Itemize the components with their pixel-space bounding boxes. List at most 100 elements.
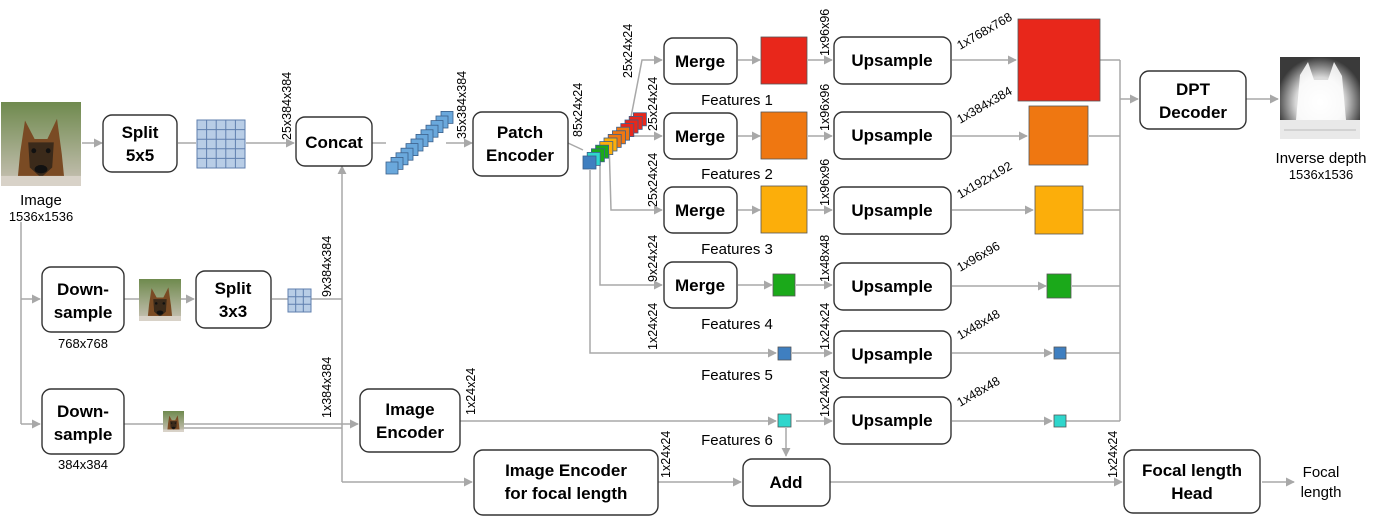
upsample-block-5: Upsample: [833, 330, 952, 379]
merge-block-1: Merge: [663, 37, 738, 85]
downsample-384-block: Down- sample: [41, 388, 125, 455]
features-5-label: Features 5: [701, 367, 773, 384]
encoded-patch-stack: [582, 112, 647, 170]
dim-up3-in: 1x96x96: [818, 159, 832, 206]
upsampled-6-square: [1053, 414, 1067, 428]
upsample-label-5: Upsample: [851, 345, 932, 364]
features-3-label: Features 3: [701, 241, 773, 258]
dim-up2-in: 1x96x96: [818, 84, 832, 131]
merge-label-4: Merge: [675, 276, 725, 295]
upsample-label-6: Upsample: [851, 411, 932, 430]
features-2-label: Features 2: [701, 166, 773, 183]
dpt-decoder-label-1: DPT: [1176, 80, 1211, 99]
image-encoder-label-2: Encoder: [376, 423, 444, 442]
focal-output-label-2: length: [1301, 484, 1342, 501]
output-image-size: 1536x1536: [1289, 167, 1353, 182]
patch-grid-5x5: [196, 119, 246, 169]
downsampled-image-384: [163, 411, 184, 432]
add-label: Add: [769, 473, 802, 492]
concat-patch-cube: [385, 161, 399, 175]
image-encoder-label-1: Image: [385, 400, 434, 419]
edges: [20, 55, 1295, 487]
dpt-decoder-label-2: Decoder: [1159, 103, 1227, 122]
downsample-768-label-1: Down-: [57, 280, 109, 299]
upsample-label-2: Upsample: [851, 126, 932, 145]
focal-head-label-1: Focal length: [1142, 461, 1242, 480]
features-6-label: Features 6: [701, 432, 773, 449]
dim-up5-in: 1x24x24: [818, 303, 832, 350]
merge-block-3: Merge: [663, 186, 738, 234]
split-3x3-label-2: 3x3: [219, 302, 247, 321]
dim-feat5: 1x24x24: [646, 303, 660, 350]
dim-focal-enc-out: 1x24x24: [659, 431, 673, 478]
patch-encoder-label-2: Encoder: [486, 146, 554, 165]
upsample-block-1: Upsample: [833, 36, 952, 85]
dim-patch-out: 85x24x24: [571, 83, 585, 137]
dim-up1-in: 1x96x96: [818, 9, 832, 56]
image-encoder-block: Image Encoder: [359, 388, 461, 453]
merge-label-2: Merge: [675, 127, 725, 146]
inverse-depth-image: [1280, 57, 1360, 139]
feature-3-square: [760, 185, 808, 234]
downsample-384-label-1: Down-: [57, 402, 109, 421]
dim-up5-out: 1x48x48: [955, 307, 1003, 343]
concat-patch-stack: [385, 111, 454, 175]
features-1-label: Features 1: [701, 92, 773, 109]
upsampled-5-square: [1053, 346, 1067, 360]
upsampled-2-square: [1028, 105, 1089, 166]
focal-head-label-2: Head: [1171, 484, 1213, 503]
encoded-patch-cube: [582, 155, 597, 170]
downsample-768-label-2: sample: [54, 303, 113, 322]
patch-encoder-block: Patch Encoder: [472, 111, 569, 177]
merge-label-1: Merge: [675, 52, 725, 71]
upsample-block-6: Upsample: [833, 396, 952, 445]
dim-up4-in: 1x48x48: [818, 235, 832, 282]
split-3x3-label-1: Split: [215, 279, 252, 298]
downsample-768-block: Down- sample: [41, 266, 125, 333]
feature-6-square: [777, 413, 792, 428]
input-image-size: 1536x1536: [9, 209, 73, 224]
focal-output-label-1: Focal: [1303, 464, 1340, 481]
dim-merge2-in: 25x24x24: [646, 77, 660, 131]
dim-merge3-in: 25x24x24: [646, 153, 660, 207]
dim-merge4-in: 9x24x24: [646, 235, 660, 282]
dim-split5-out: 25x384x384: [280, 72, 294, 140]
feature-4-square: [772, 273, 796, 297]
focal-head-block: Focal length Head: [1123, 449, 1261, 514]
merge-block-4: Merge: [663, 261, 738, 309]
input-image: [1, 102, 81, 186]
merge-label-3: Merge: [675, 201, 725, 220]
dim-concat-out: 35x384x384: [455, 71, 469, 139]
input-image-label: Image: [20, 192, 62, 209]
downsample-768-size: 768x768: [58, 336, 108, 351]
upsample-block-4: Upsample: [833, 262, 952, 311]
add-block: Add: [742, 458, 831, 507]
output-image-label: Inverse depth: [1276, 150, 1367, 167]
features-4-label: Features 4: [701, 316, 773, 333]
downsampled-image-768: [139, 279, 181, 321]
patch-encoder-label-1: Patch: [497, 123, 543, 142]
focal-encoder-label-1: Image Encoder: [505, 461, 627, 480]
feature-5-square: [777, 346, 792, 361]
feature-1-square: [760, 36, 808, 85]
dim-down2-out: 1x384x384: [320, 357, 334, 418]
split-5x5-label-2: 5x5: [126, 146, 154, 165]
dim-split3-out: 9x384x384: [320, 236, 334, 297]
focal-encoder-block: Image Encoder for focal length: [473, 449, 659, 516]
dim-merge1-in: 25x24x24: [621, 24, 635, 78]
upsampled-3-square: [1034, 185, 1084, 235]
split-5x5-label-1: Split: [122, 123, 159, 142]
concat-block: Concat: [295, 116, 373, 167]
dpt-decoder-block: DPT Decoder: [1139, 70, 1247, 130]
concat-label: Concat: [305, 133, 363, 152]
dim-up1-out: 1x768x768: [955, 10, 1015, 53]
upsample-label-1: Upsample: [851, 51, 932, 70]
upsample-label-4: Upsample: [851, 277, 932, 296]
merge-block-2: Merge: [663, 112, 738, 160]
split-3x3-block: Split 3x3: [195, 270, 272, 329]
upsample-label-3: Upsample: [851, 201, 932, 220]
dim-up4-out: 1x96x96: [955, 239, 1003, 275]
split-5x5-block: Split 5x5: [102, 114, 178, 173]
patch-grid-3x3: [287, 288, 312, 313]
